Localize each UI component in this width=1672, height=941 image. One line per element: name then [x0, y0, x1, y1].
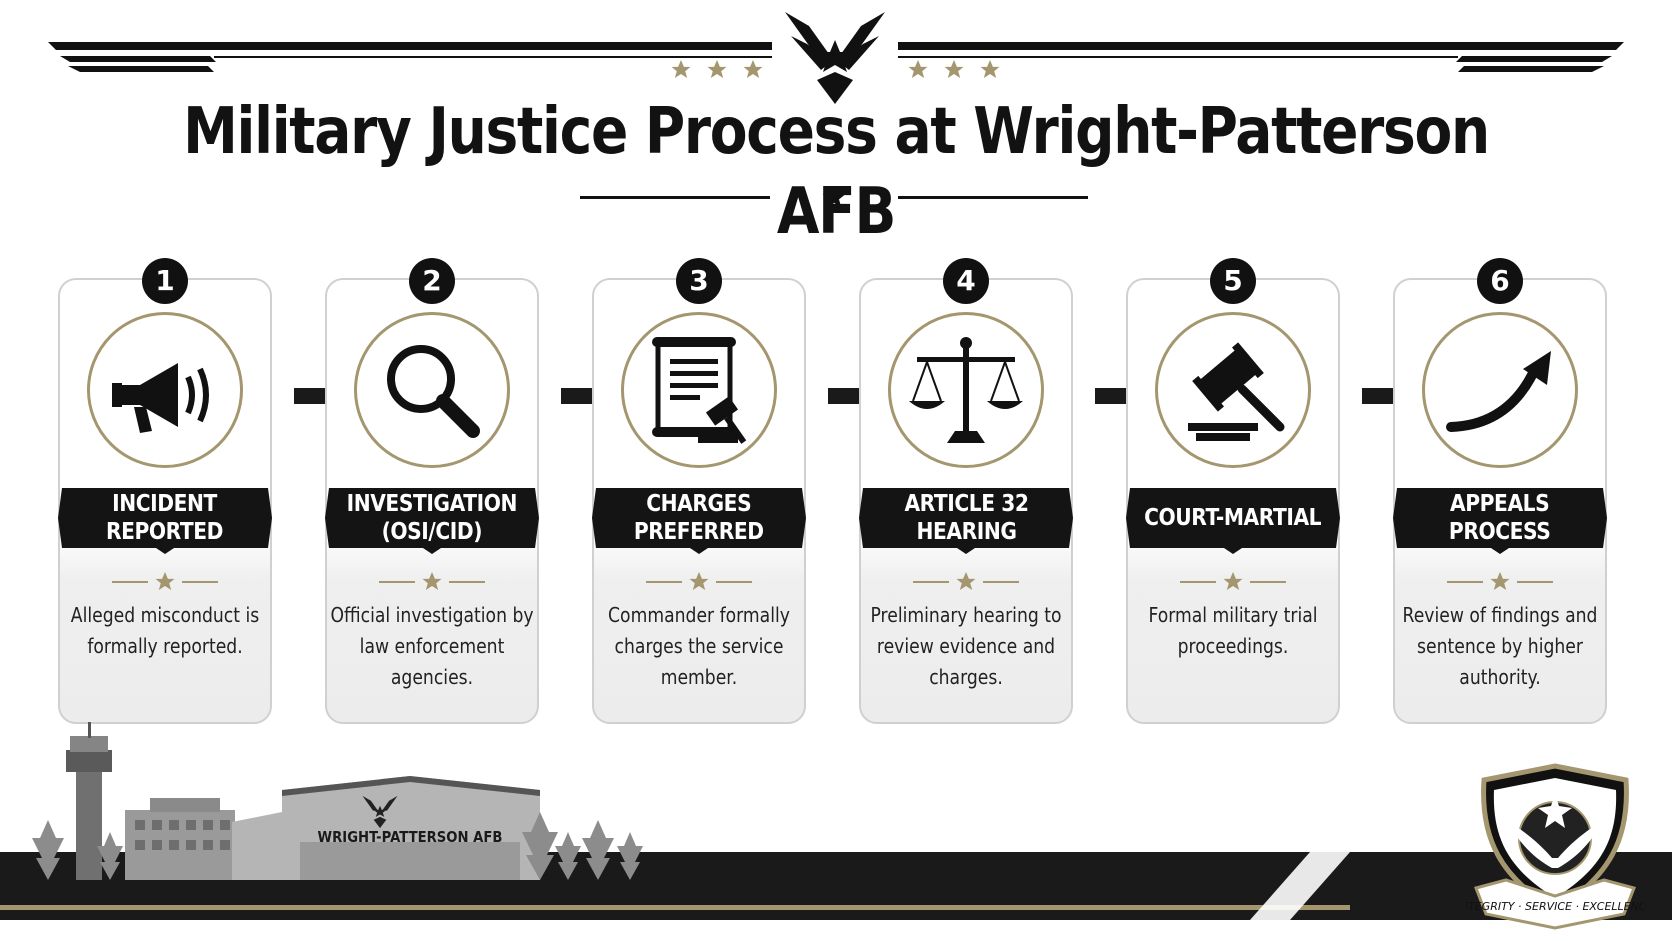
step-title: COURT-MARTIAL — [1144, 505, 1322, 531]
control-tower — [66, 722, 112, 880]
hangar-sign: WRIGHT-PATTERSON AFB — [317, 828, 503, 846]
divider-star-icon — [1490, 572, 1510, 590]
step-description: Alleged misconduct is formally reported. — [70, 603, 260, 658]
step-icon-ring — [354, 312, 510, 468]
building-left-roof — [150, 798, 220, 812]
step-title-banner: INCIDENT REPORTED — [58, 482, 272, 554]
step-icon-ring — [87, 312, 243, 468]
curved-up-arrow-icon — [1446, 351, 1551, 432]
charge-document-gavel-icon — [652, 337, 747, 444]
footer-skyline — [0, 722, 1672, 920]
step-title: CHARGES PREFERRED — [634, 491, 764, 545]
step-number-badge: 4 — [943, 258, 989, 304]
page-title: Military Justice Process at Wright-Patte… — [183, 95, 1490, 249]
step-description: Preliminary hearing to review evidence a… — [870, 603, 1062, 689]
header-gold-stars — [671, 60, 1000, 78]
step-icon-ring — [888, 312, 1044, 468]
step-divider — [646, 572, 752, 590]
step-description: Official investigation by law enforcemen… — [330, 603, 534, 689]
air-force-wings-icon — [785, 12, 885, 104]
step-number-badge: 2 — [409, 258, 455, 304]
step-icon-ring — [1422, 312, 1578, 468]
divider-star-icon — [689, 572, 709, 590]
header-ornament — [48, 12, 1624, 208]
step-divider — [913, 572, 1019, 590]
divider-star-icon — [155, 572, 175, 590]
step-number-badge: 3 — [676, 258, 722, 304]
step-title-banner: CHARGES PREFERRED — [592, 482, 806, 554]
building-windows — [135, 820, 230, 850]
step-divider — [112, 572, 218, 590]
step-description: Commander formally charges the service m… — [608, 603, 790, 689]
air-force-crest-icon: INTEGRITY · SERVICE · EXCELLENCE — [1466, 763, 1644, 930]
title-underline-right — [898, 196, 1088, 199]
step-divider — [1447, 572, 1553, 590]
step-description: Review of findings and sentence by highe… — [1402, 603, 1598, 689]
star-icon — [822, 186, 846, 208]
title-underline-left — [580, 196, 770, 199]
step-icon-ring — [621, 312, 777, 468]
scales-of-justice-icon — [909, 337, 1023, 443]
step-number-badge: 5 — [1210, 258, 1256, 304]
step-divider — [379, 572, 485, 590]
step-title-banner: APPEALS PROCESS — [1393, 482, 1607, 554]
divider-star-icon — [422, 572, 442, 590]
crest-motto: INTEGRITY · SERVICE · EXCELLENCE — [1466, 900, 1644, 913]
magnifying-glass-icon — [387, 345, 480, 438]
step-title-banner: ARTICLE 32 HEARING — [859, 482, 1073, 554]
hangar-door — [300, 842, 520, 880]
divider-star-icon — [956, 572, 976, 590]
step-title: ARTICLE 32 HEARING — [903, 491, 1029, 545]
step-title-banner: COURT-MARTIAL — [1126, 482, 1340, 554]
left-wing-bars — [48, 42, 772, 72]
step-number-badge: 6 — [1477, 258, 1523, 304]
megaphone-icon — [112, 363, 209, 433]
step-number-badge: 1 — [142, 258, 188, 304]
gavel-icon — [1188, 342, 1285, 441]
step-divider — [1180, 572, 1286, 590]
step-title: INCIDENT REPORTED — [106, 491, 224, 545]
footer-white-slash — [1250, 852, 1350, 920]
right-wing-bars — [898, 42, 1624, 72]
hangar-wings-icon — [362, 795, 398, 829]
step-title: INVESTIGATION (OSI/CID) — [346, 491, 518, 545]
step-description: Formal military trial proceedings. — [1148, 603, 1318, 658]
step-icon-ring — [1155, 312, 1311, 468]
step-title-banner: INVESTIGATION (OSI/CID) — [325, 482, 539, 554]
divider-star-icon — [1223, 572, 1243, 590]
step-title: APPEALS PROCESS — [1449, 491, 1551, 545]
trees — [32, 812, 643, 880]
footer-gold-stripe — [0, 905, 1350, 910]
hangar-roof — [282, 776, 540, 796]
